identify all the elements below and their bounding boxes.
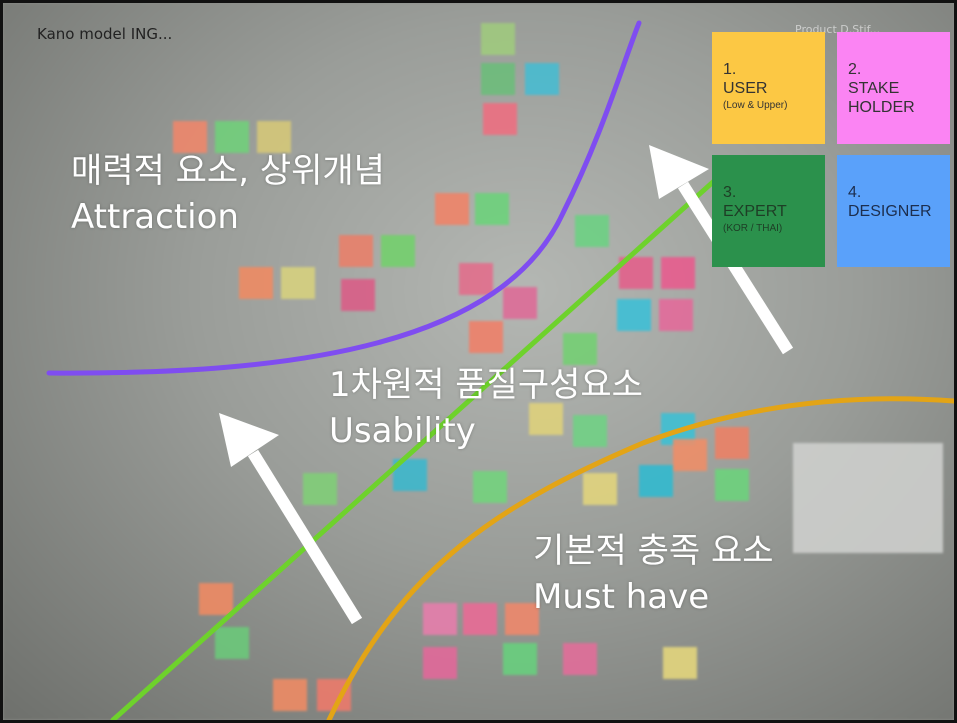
- zone-must-have-english: Must have: [533, 576, 710, 617]
- sticky-note: [239, 267, 273, 299]
- sticky-note: [563, 333, 597, 365]
- attraction-curve: [46, 20, 642, 376]
- zone-must-have-korean: 기본적 충족 요소: [533, 531, 774, 571]
- arrow-up-left-icon: [219, 413, 363, 625]
- sticky-note: [459, 263, 493, 295]
- arrow-up-left-icon: [649, 145, 794, 355]
- legend-number: 4.: [848, 184, 862, 201]
- sticky-note: [423, 647, 457, 679]
- sticky-note: [715, 427, 749, 459]
- sticky-note: [463, 603, 497, 635]
- zone-usability-label: 1차원적 품질구성요소 Usability: [329, 363, 643, 455]
- sticky-note: [503, 643, 537, 675]
- sticky-note: [715, 469, 749, 501]
- sticky-note: [481, 63, 515, 95]
- sticky-note: [661, 257, 695, 289]
- sticky-note: [473, 471, 507, 503]
- sticky-note: [215, 627, 249, 659]
- must-have-curve: [326, 396, 954, 720]
- sticky-note: [505, 603, 539, 635]
- legend-name: DESIGNER: [848, 202, 950, 221]
- zone-usability-korean: 1차원적 품질구성요소: [329, 365, 643, 405]
- sticky-note: [341, 279, 375, 311]
- legend-name-line: EXPERT: [723, 203, 787, 221]
- slide-title: Kano model ING...: [37, 25, 173, 43]
- legend-name-line: USER: [723, 80, 768, 98]
- legend-name-line: DESIGNER: [848, 203, 932, 221]
- sticky-note: [659, 299, 693, 331]
- legend-box-stakeholder: 2. STAKE HOLDER: [837, 32, 950, 144]
- legend-subtitle: (KOR / THAI): [723, 223, 783, 235]
- sticky-note: [617, 299, 651, 331]
- sticky-note: [281, 267, 315, 299]
- sticky-note: [793, 443, 943, 553]
- legend-number: 2.: [848, 61, 862, 78]
- sticky-note: [575, 215, 609, 247]
- sticky-note: [639, 465, 673, 497]
- sticky-note: [339, 235, 373, 267]
- kano-curves: [46, 20, 954, 720]
- zone-usability-english: Usability: [329, 410, 476, 451]
- sticky-note: [435, 193, 469, 225]
- sticky-note: [563, 643, 597, 675]
- legend-subtitle: (Low & Upper): [723, 100, 788, 112]
- legend-number: 3.: [723, 184, 737, 201]
- sticky-note: [529, 403, 563, 435]
- legend-name: STAKE HOLDER: [848, 79, 950, 117]
- sticky-note: [475, 193, 509, 225]
- sticky-note: [481, 23, 515, 55]
- sticky-note: [215, 121, 249, 153]
- legend-box-designer: 4. DESIGNER: [837, 155, 950, 267]
- sticky-note: [423, 603, 457, 635]
- zone-attraction-english: Attraction: [71, 196, 239, 237]
- sticky-note: [381, 235, 415, 267]
- sticky-note: [573, 415, 607, 447]
- legend-number: 1.: [723, 61, 737, 78]
- sticky-note: [583, 473, 617, 505]
- sticky-note: [257, 121, 291, 153]
- sticky-note: [483, 103, 517, 135]
- zone-attraction-korean: 매력적 요소, 상위개념: [71, 151, 385, 191]
- sticky-note: [173, 121, 207, 153]
- sticky-note: [303, 473, 337, 505]
- legend-name: EXPERT: [723, 202, 825, 221]
- sticky-note: [199, 583, 233, 615]
- usability-line: [110, 170, 726, 720]
- sticky-note: [673, 439, 707, 471]
- sticky-note: [469, 321, 503, 353]
- sticky-note: [663, 647, 697, 679]
- legend-name: USER: [723, 79, 825, 98]
- legend-box-user: 1. USER (Low & Upper): [712, 32, 825, 144]
- zone-must-have-label: 기본적 충족 요소 Must have: [533, 529, 774, 621]
- zone-attraction-label: 매력적 요소, 상위개념 Attraction: [71, 149, 385, 241]
- sticky-note: [273, 679, 307, 711]
- legend-box-expert: 3. EXPERT (KOR / THAI): [712, 155, 825, 267]
- legend-name-line: STAKE: [848, 80, 900, 98]
- sticky-note: [503, 287, 537, 319]
- legend-name-line: HOLDER: [848, 99, 915, 117]
- sticky-note: [525, 63, 559, 95]
